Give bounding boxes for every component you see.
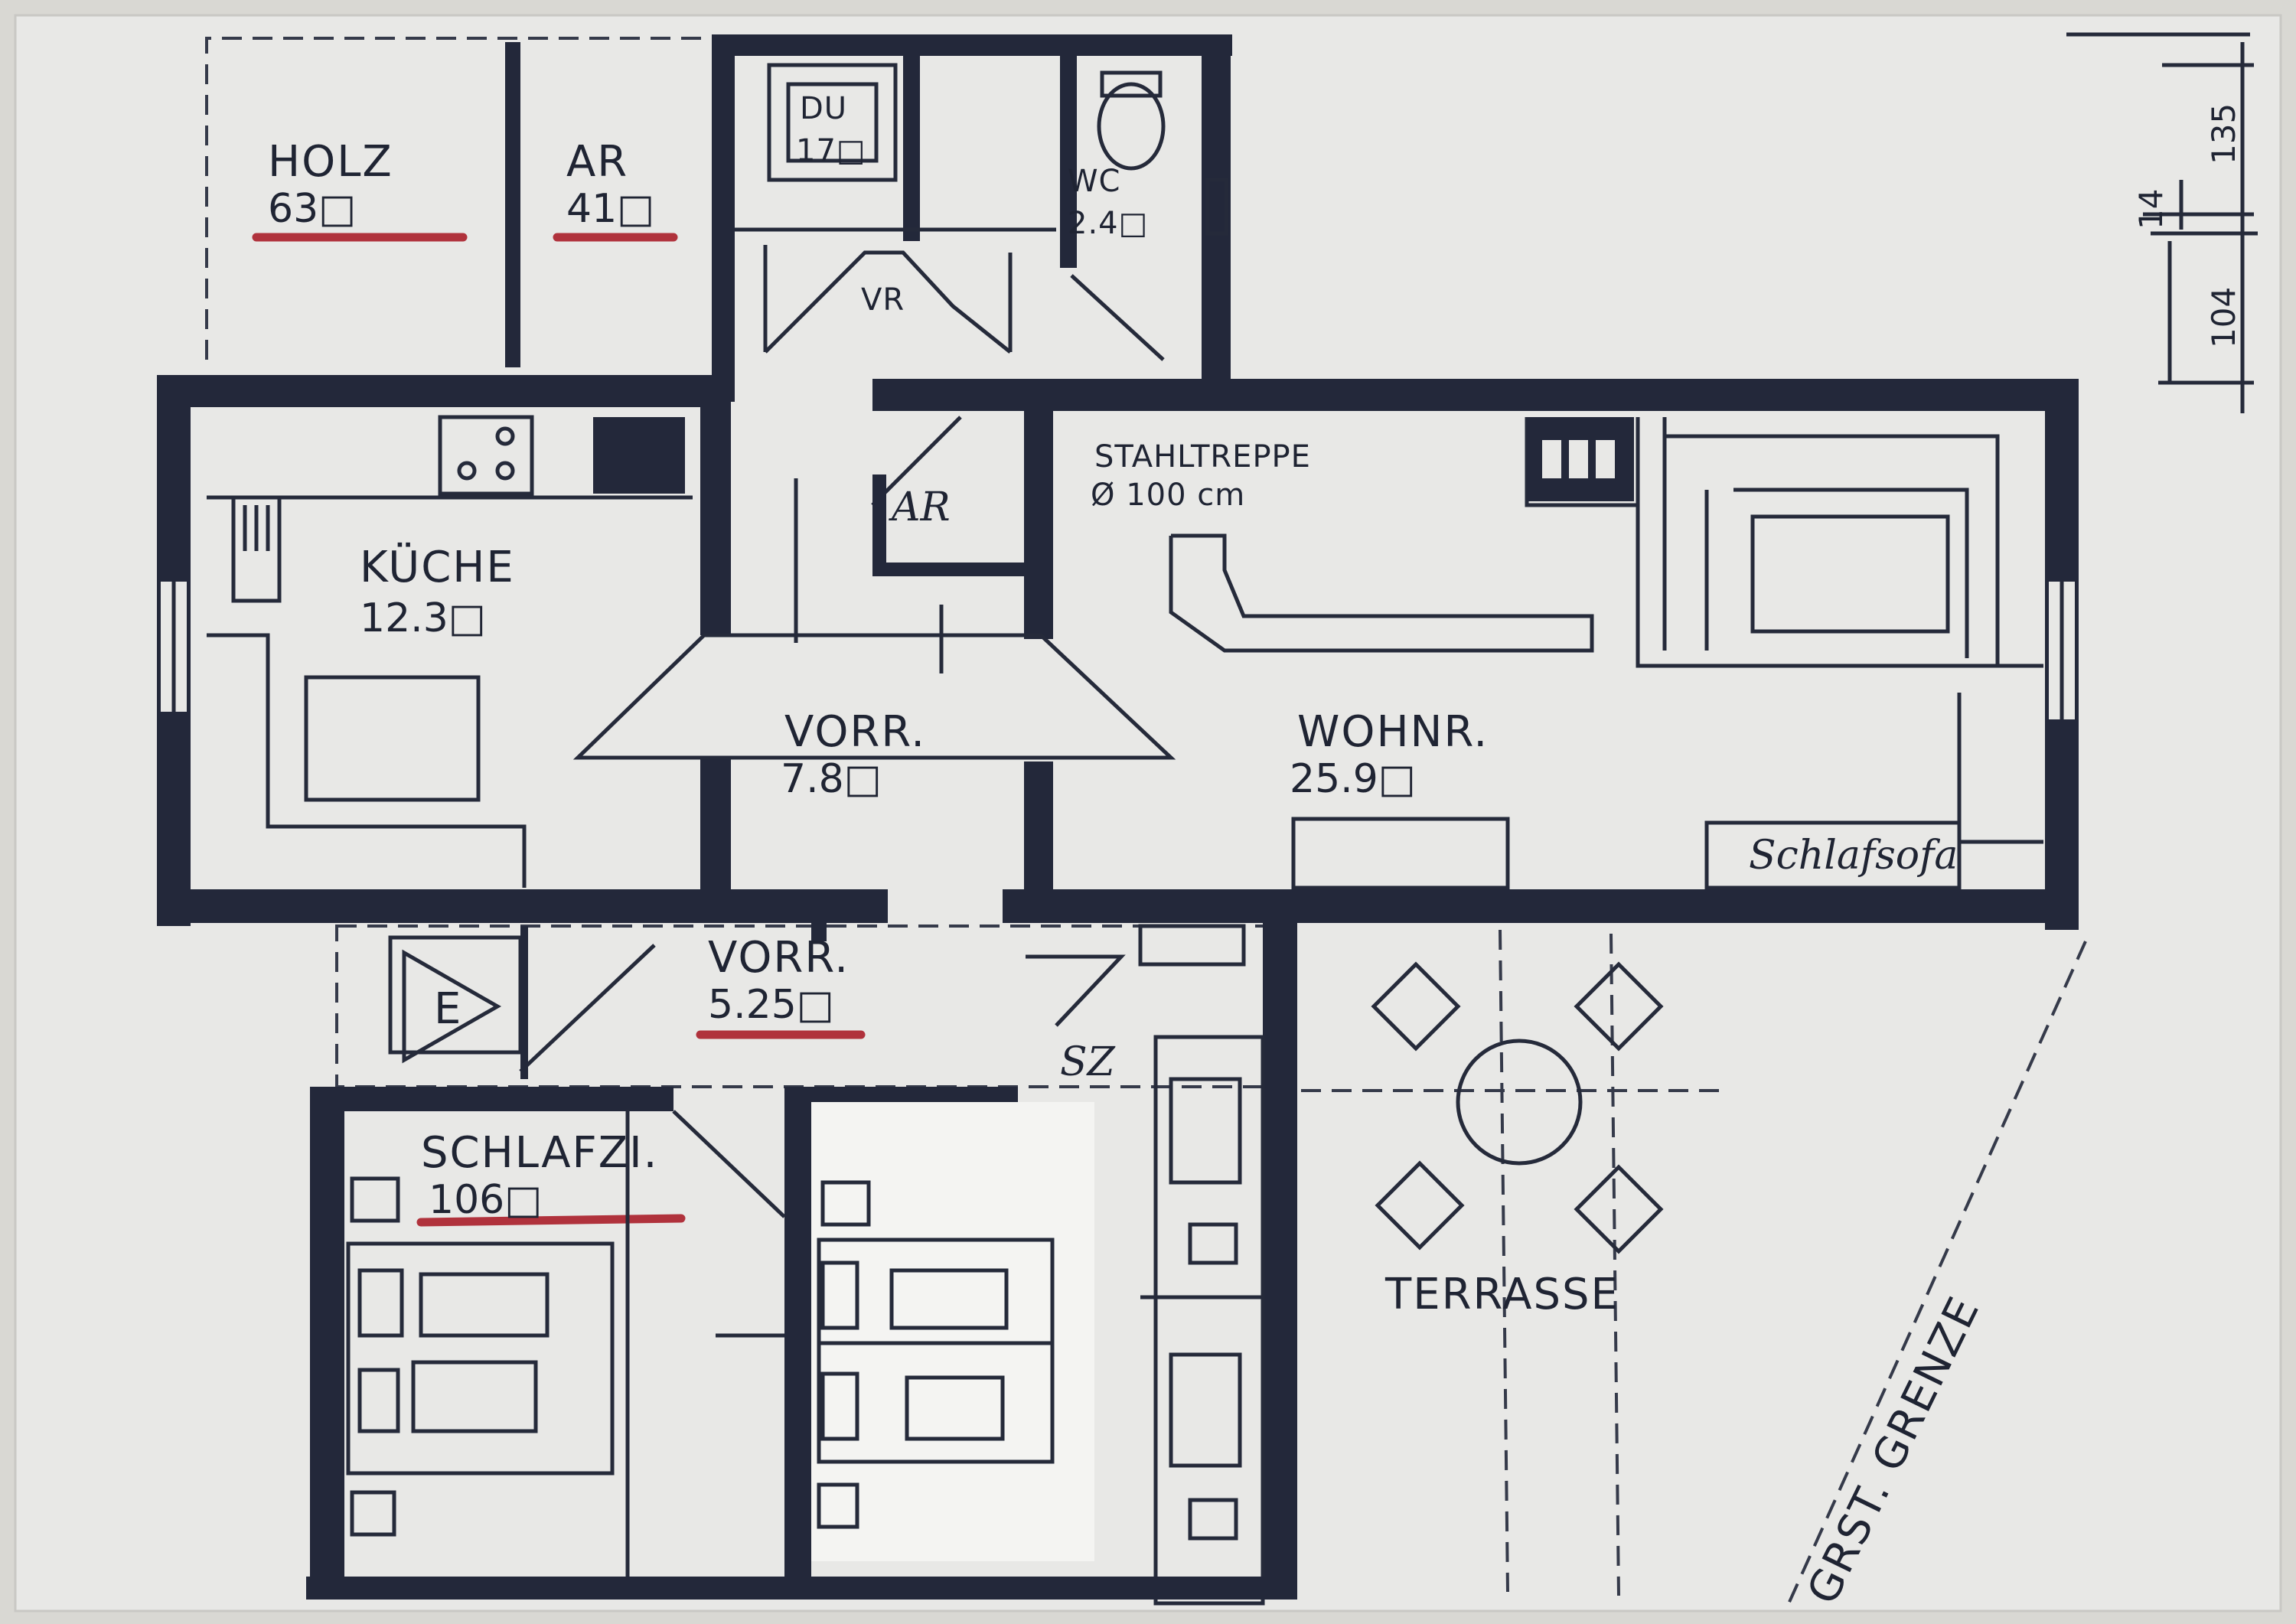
terrace-label: TERRASSE xyxy=(1384,1270,1619,1319)
annex-storage xyxy=(205,34,1232,402)
terrace xyxy=(1301,929,2087,1608)
entry-marker-label: E xyxy=(434,984,462,1034)
dimension-104: 104 xyxy=(2205,287,2242,348)
kitchen-furniture xyxy=(207,415,693,888)
room-area-wohnr: 25.9□ xyxy=(1290,756,1416,802)
room-area-wc: 2.4□ xyxy=(1068,206,1148,241)
room-label-du: DU xyxy=(800,91,847,126)
dimension-135: 135 xyxy=(2205,103,2242,165)
room-label-vorr-lower: VORR. xyxy=(708,933,850,983)
living-room-furniture xyxy=(1169,417,2043,890)
room-area-vorr-main: 7.8□ xyxy=(781,756,882,802)
room-label-wohnr: WOHNR. xyxy=(1297,707,1489,757)
room-label-sz: SZ xyxy=(1060,1039,1116,1085)
stairs-label: STAHLTREPPE xyxy=(1094,439,1311,474)
room-area-kueche: 12.3□ xyxy=(360,595,486,641)
room-label-vr: VR xyxy=(861,282,905,318)
room-label-ar-mid: AR xyxy=(889,484,951,530)
room-area-vorr-lower: 5.25□ xyxy=(708,982,834,1028)
dimension-lines xyxy=(2066,32,2258,413)
stairs-diameter: Ø 100 cm xyxy=(1091,478,1245,513)
lower-section xyxy=(306,918,1297,1606)
room-label-schlafzi: SCHLAFZI. xyxy=(421,1128,658,1178)
room-label-holz: HOLZ xyxy=(268,137,393,187)
main-walls xyxy=(157,375,2079,930)
room-label-ar-top: AR xyxy=(566,137,628,187)
room-label-vorr-main: VORR. xyxy=(784,707,926,757)
room-area-schlafzi: 106□ xyxy=(429,1177,542,1223)
hallway xyxy=(572,416,1176,760)
room-area-du: 17□ xyxy=(796,133,866,168)
dimension-14: 14 xyxy=(2132,189,2170,230)
room-label-kueche: KÜCHE xyxy=(360,543,515,592)
room-label-wc: WC xyxy=(1068,164,1120,199)
sofa-bed-label: Schlafsofa xyxy=(1749,833,1958,879)
room-area-holz: 63□ xyxy=(268,186,356,232)
room-area-ar-top: 41□ xyxy=(566,186,654,232)
